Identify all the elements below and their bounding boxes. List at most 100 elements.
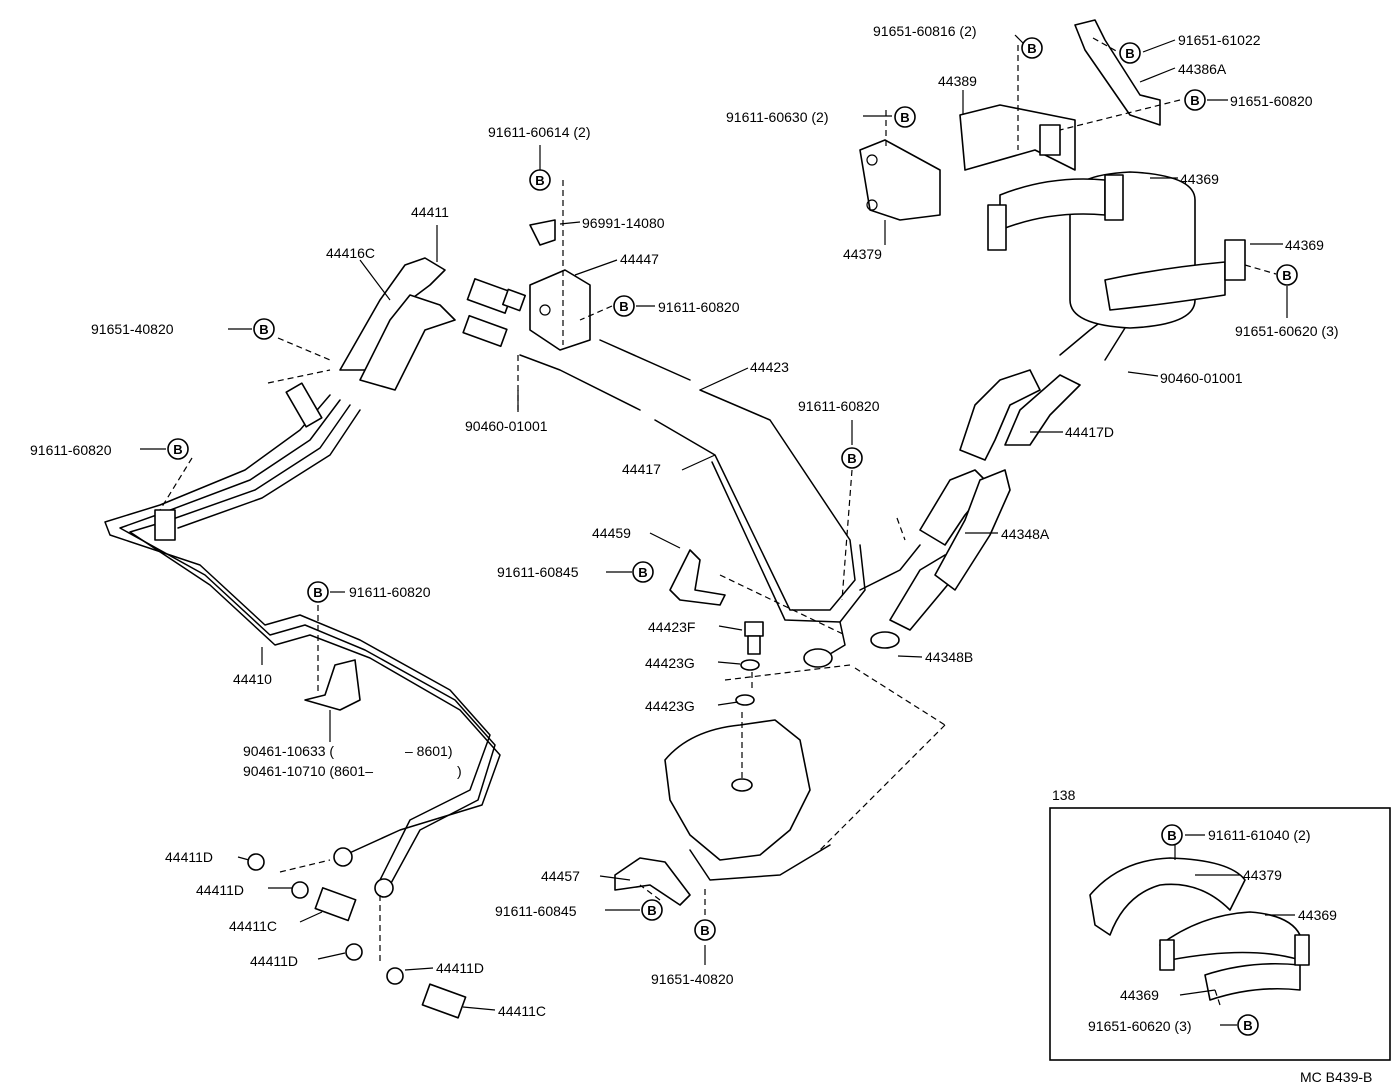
hose-44417D-44348A — [870, 314, 1131, 649]
circled-b-icon: B — [1119, 42, 1141, 64]
label-44417: 44417 — [622, 461, 661, 477]
label-91611-60820: 91611-60820 — [798, 398, 880, 414]
svg-text:B: B — [647, 903, 656, 918]
label-44411D: 44411D — [196, 882, 244, 898]
label-44417D: 44417D — [1065, 424, 1114, 440]
label-91611-60845: 91611-60845 — [495, 903, 577, 919]
bolt-44423F — [735, 621, 764, 706]
svg-text:B: B — [313, 585, 322, 600]
label-44411C: 44411C — [498, 1003, 546, 1019]
svg-text:B: B — [173, 442, 182, 457]
parts-drawing — [104, 19, 1391, 1061]
label-44447: 44447 — [620, 251, 659, 267]
label-44423G: 44423G — [645, 698, 695, 714]
label-91611-60614: 91611-60614 (2) — [488, 124, 590, 140]
circled-b-icon: B — [894, 106, 916, 128]
label-44423G: 44423G — [645, 655, 695, 671]
label-91651-60620: 91651-60620 (3) — [1088, 1018, 1192, 1034]
label-91651-60820: 91651-60820 — [1230, 93, 1313, 109]
reservoir-assembly — [987, 171, 1246, 329]
label-44411: 44411 — [411, 204, 449, 220]
bracket-44386A — [1074, 19, 1161, 126]
svg-text:B: B — [1027, 41, 1036, 56]
circled-b-icon: B — [1276, 264, 1298, 286]
label-91611-60820: 91611-60820 — [349, 584, 431, 600]
label-91611-60820: 91611-60820 — [658, 299, 740, 315]
inset-138 — [1049, 807, 1391, 1061]
bracket-44379 — [859, 139, 941, 221]
label-91651-40820: 91651-40820 — [91, 321, 174, 337]
label-44348A: 44348A — [1001, 526, 1050, 542]
clamp-90461 — [304, 659, 361, 711]
label-91651-60620: 91651-60620 (3) — [1235, 323, 1339, 339]
label-44369: 44369 — [1298, 907, 1337, 923]
label-44457: 44457 — [541, 868, 580, 884]
svg-text:B: B — [1167, 828, 1176, 843]
label-44379: 44379 — [1243, 867, 1282, 883]
label-44386A: 44386A — [1178, 61, 1227, 77]
label-44389: 44389 — [938, 73, 977, 89]
label-44369: 44369 — [1180, 171, 1219, 187]
label-44411D: 44411D — [250, 953, 298, 969]
circled-b-icon: B — [641, 899, 663, 921]
inset-title: 138 — [1052, 787, 1076, 803]
label-90460-01001: 90460-01001 — [1160, 370, 1243, 386]
tube-44417-44423 — [519, 339, 921, 668]
label-44411C: 44411C — [229, 918, 277, 934]
label-44348B: 44348B — [925, 649, 973, 665]
circled-b-icon: B — [1161, 824, 1183, 846]
b-markers: B B B B B B B B B B B B B B B B — [167, 37, 1298, 1036]
tube-assembly-44410 — [104, 394, 501, 898]
label-91651-40820: 91651-40820 — [651, 971, 734, 987]
steering-gear — [664, 719, 831, 881]
label-91651-61022: 91651-61022 — [1178, 32, 1261, 48]
fittings-44411 — [247, 853, 467, 1019]
label-91611-61040: 91611-61040 (2) — [1208, 827, 1310, 843]
label-96991-14080: 96991-14080 — [582, 215, 665, 231]
circled-b-icon: B — [1021, 37, 1043, 59]
label-91651-60816: 91651-60816 (2) — [873, 23, 977, 39]
label-8601-end: – 8601) — [405, 743, 452, 759]
label-90460-01001: 90460-01001 — [465, 418, 548, 434]
label-91611-60630: 91611-60630 (2) — [726, 109, 828, 125]
circled-b-icon: B — [694, 919, 716, 941]
circled-b-icon: B — [613, 295, 635, 317]
svg-text:B: B — [1190, 93, 1199, 108]
circled-b-icon: B — [841, 447, 863, 469]
label-44369: 44369 — [1285, 237, 1324, 253]
label-91611-60845: 91611-60845 — [497, 564, 579, 580]
circled-b-icon: B — [167, 438, 189, 460]
svg-text:B: B — [259, 322, 268, 337]
circled-b-icon: B — [632, 561, 654, 583]
circled-b-icon: B — [1237, 1014, 1259, 1036]
svg-text:B: B — [900, 110, 909, 125]
circled-b-icon: B — [1184, 89, 1206, 111]
circled-b-icon: B — [307, 581, 329, 603]
label-44411D: 44411D — [165, 849, 213, 865]
label-44459: 44459 — [592, 525, 631, 541]
label-44416C: 44416C — [326, 245, 375, 261]
svg-text:B: B — [847, 451, 856, 466]
bracket-44459 — [669, 549, 726, 606]
label-91611-60820: 91611-60820 — [30, 442, 112, 458]
label-44423: 44423 — [750, 359, 789, 375]
label-90461-10633: 90461-10633 ( — [243, 743, 334, 759]
svg-text:B: B — [1282, 268, 1291, 283]
label-8601-close: ) — [457, 763, 462, 779]
diagram-code: MC B439-B — [1300, 1069, 1372, 1085]
circled-b-icon: B — [529, 169, 551, 191]
svg-text:B: B — [638, 565, 647, 580]
label-44379: 44379 — [843, 246, 882, 262]
part-labels: 91651-60816 (2) 91651-61022 44386A 44389… — [30, 23, 1372, 1085]
svg-text:B: B — [535, 173, 544, 188]
label-44411D: 44411D — [436, 960, 484, 976]
bracket-44457 — [614, 857, 691, 906]
label-90461-10710: 90461-10710 (8601– — [243, 763, 373, 779]
label-44423F: 44423F — [648, 619, 695, 635]
svg-text:B: B — [1243, 1018, 1252, 1033]
svg-text:B: B — [1125, 46, 1134, 61]
bracket-44447 — [529, 219, 591, 351]
circled-b-icon: B — [253, 318, 275, 340]
svg-text:B: B — [700, 923, 709, 938]
